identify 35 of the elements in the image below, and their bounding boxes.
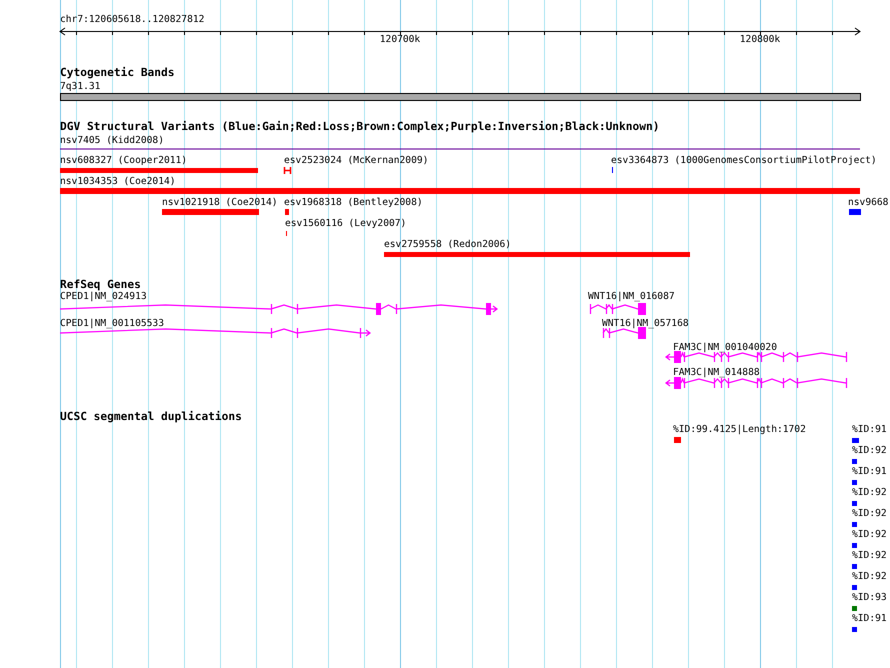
- band-name: 7q31.31: [60, 81, 100, 93]
- duplication-label: %ID:91: [852, 466, 887, 478]
- duplication-label: %ID:92: [852, 487, 887, 499]
- range-text: chr7:120605618..120827812: [60, 14, 204, 26]
- variant-label: nsv608327 (Cooper2011): [60, 155, 188, 167]
- duplication-label: %ID:92: [852, 445, 887, 457]
- track-title: UCSC segmental duplications: [60, 411, 242, 423]
- variant-label: nsv1021918 (Coe2014): [162, 197, 278, 209]
- duplication-label: %ID:92: [852, 529, 887, 541]
- variant-label: nsv7405 (Kidd2008): [60, 135, 164, 147]
- duplication-label: %ID:92: [852, 571, 887, 583]
- duplication-label: %ID:91: [852, 424, 887, 436]
- gene-label: WNT16|NM_057168: [602, 318, 689, 330]
- variant-label: esv2759558 (Redon2006): [384, 239, 512, 251]
- track-title: Cytogenetic Bands: [60, 67, 175, 79]
- variant-label: esv1968318 (Bentley2008): [284, 197, 423, 209]
- gene-label: WNT16|NM_016087: [588, 291, 675, 303]
- duplication-label: %ID:92: [852, 550, 887, 562]
- track-title: RefSeq Genes: [60, 279, 141, 291]
- gene-label: FAM3C|NM_001040020: [673, 342, 777, 354]
- duplication-label: %ID:93: [852, 592, 887, 604]
- variant-label: esv2523024 (McKernan2009): [284, 155, 428, 167]
- duplication-label: %ID:92: [852, 508, 887, 520]
- duplication-label: %ID:91: [852, 613, 887, 625]
- variant-label: nsv9668: [848, 197, 888, 209]
- gene-label: CPED1|NM_001105533: [60, 318, 164, 330]
- variant-label: nsv1034353 (Coe2014): [60, 176, 176, 188]
- tick-label: 120700k: [380, 34, 420, 46]
- duplication-label: %ID:99.4125|Length:1702: [673, 424, 806, 436]
- gene-label: FAM3C|NM_014888: [673, 367, 760, 379]
- tick-label: 120800k: [740, 34, 780, 46]
- track-title: DGV Structural Variants (Blue:Gain;Red:Loss;Brown:Complex;Purple:Inversion;Black:Unknown): [60, 121, 660, 133]
- variant-label: esv3364873 (1000GenomesConsortiumPilotProject): [611, 155, 877, 167]
- variant-label: esv1560116 (Levy2007): [285, 218, 406, 230]
- gene-label: CPED1|NM_024913: [60, 291, 147, 303]
